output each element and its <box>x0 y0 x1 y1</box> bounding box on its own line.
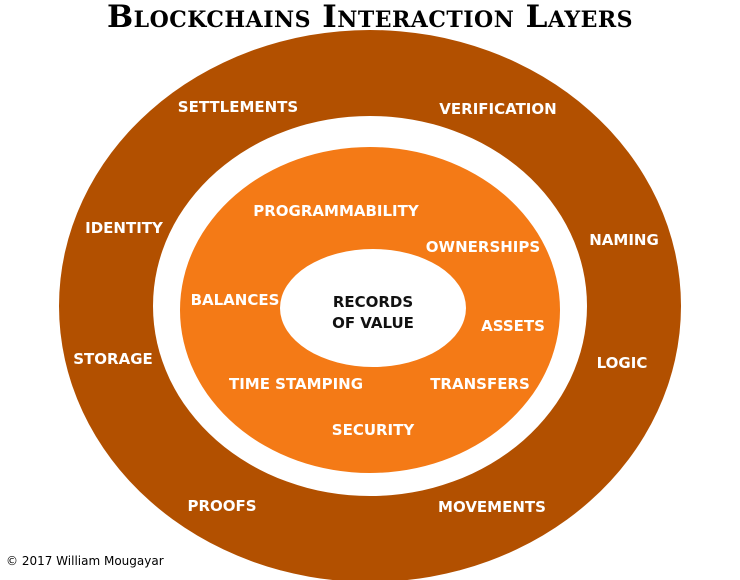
label-proofs: PROOFS <box>187 497 257 515</box>
label-programmability: PROGRAMMABILITY <box>253 202 419 220</box>
label-security: SECURITY <box>331 421 415 439</box>
label-storage: STORAGE <box>73 350 153 368</box>
label-settlements: SETTLEMENTS <box>177 98 299 116</box>
copyright-notice: © 2017 William Mougayar <box>6 554 164 568</box>
label-ownerships: OWNERSHIPS <box>425 238 541 256</box>
page-title: Blockchains Interaction Layers <box>106 0 634 35</box>
label-time-stamping: TIME STAMPING <box>228 375 364 393</box>
label-balances: BALANCES <box>190 291 280 309</box>
label-assets: ASSETS <box>481 317 545 335</box>
label-transfers: TRANSFERS <box>430 375 530 393</box>
label-identity: IDENTITY <box>85 219 163 237</box>
label-naming: NAMING <box>589 231 659 249</box>
core-label: RECORDS OF VALUE <box>332 292 414 334</box>
label-movements: MOVEMENTS <box>438 498 546 516</box>
label-verification: VERIFICATION <box>439 100 557 118</box>
core-label-line-1: RECORDS <box>332 293 414 311</box>
core-label-line-2: OF VALUE <box>332 314 414 332</box>
label-logic: LOGIC <box>596 354 648 372</box>
core-records <box>280 249 466 367</box>
